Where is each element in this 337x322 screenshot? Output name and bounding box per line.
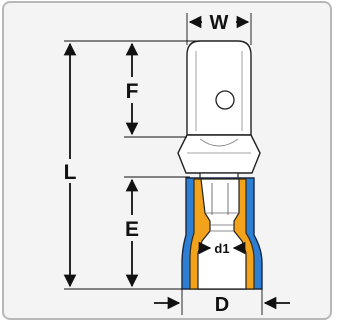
label-f: F xyxy=(126,80,139,103)
diagram-frame: W F L E d1 D xyxy=(2,1,332,320)
label-d1: d1 xyxy=(214,241,229,256)
terminal-shoulder xyxy=(177,134,261,174)
terminal-diagram: W F L E d1 D xyxy=(63,12,290,316)
extension-lines xyxy=(64,13,263,315)
label-w: W xyxy=(210,12,229,34)
label-e: E xyxy=(125,218,139,241)
label-d: D xyxy=(215,294,229,316)
barrel-bore xyxy=(197,178,247,290)
terminal-blade xyxy=(186,40,252,136)
insulation-sleeve xyxy=(181,177,263,290)
label-l: L xyxy=(64,161,77,184)
terminal-body xyxy=(177,40,261,182)
dimension-arrows xyxy=(63,15,290,310)
detent-hole xyxy=(215,90,235,110)
